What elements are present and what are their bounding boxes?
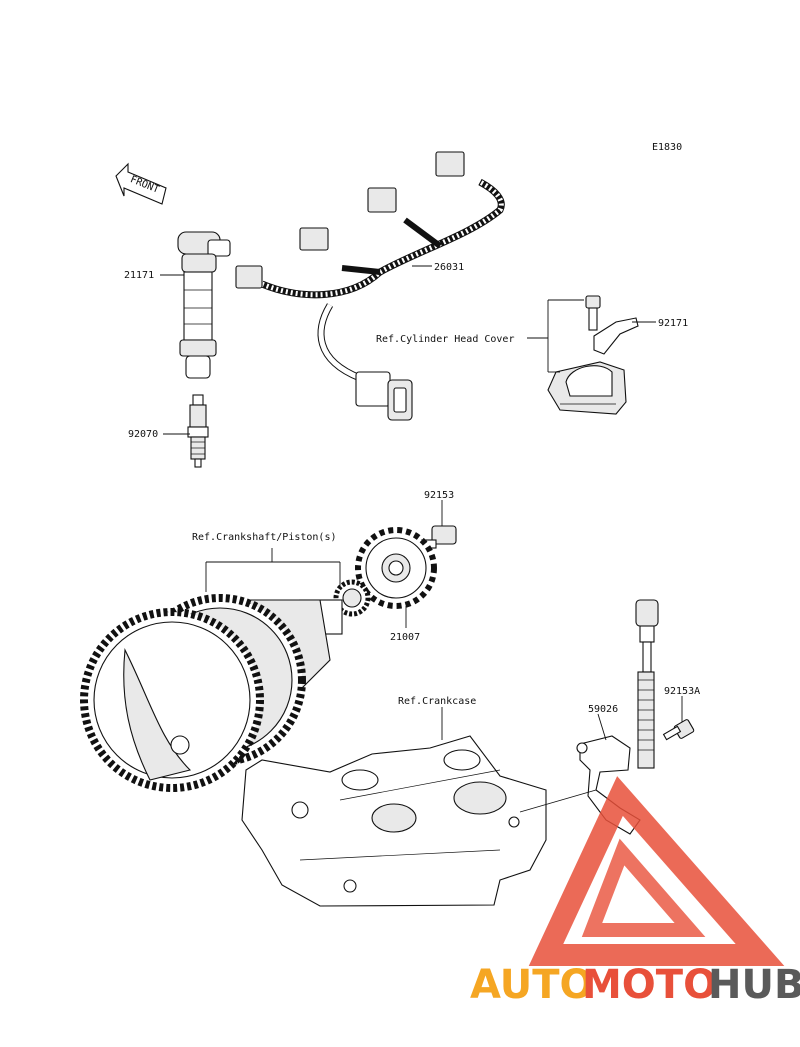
- bolt-92153-part[interactable]: [415, 525, 457, 549]
- ref-cylinder-head-cover: Ref.Cylinder Head Cover: [376, 334, 514, 345]
- label-21007: 21007: [390, 632, 420, 643]
- clamp-part[interactable]: [585, 295, 639, 355]
- diagram-code: E1830: [652, 142, 682, 153]
- wire-harness-part[interactable]: [235, 151, 505, 421]
- label-26031: 26031: [434, 262, 464, 273]
- label-21171: 21171: [124, 270, 154, 281]
- automotohub-watermark-logo: AUTO MOTO HUB: [470, 776, 800, 1008]
- label-92070: 92070: [128, 429, 158, 440]
- bolt-92153a-part[interactable]: [662, 719, 695, 741]
- ignition-coil-part[interactable]: [177, 231, 231, 379]
- label-92171: 92171: [658, 318, 688, 329]
- label-92153: 92153: [424, 490, 454, 501]
- watermark-auto: AUTO: [470, 962, 594, 1008]
- front-arrow-icon: FRONT: [115, 162, 167, 205]
- watermark-hub: HUB: [708, 962, 800, 1008]
- cylinder-head-cover-part: [547, 361, 627, 415]
- label-59026: 59026: [588, 704, 618, 715]
- ref-crankcase: Ref.Crankcase: [398, 696, 476, 707]
- ref-crankshaft: Ref.Crankshaft/Piston(s): [192, 532, 337, 543]
- crankcase-part: [241, 735, 547, 907]
- sensor-59026-part[interactable]: [576, 599, 659, 835]
- crankshaft-part: [80, 579, 371, 792]
- spark-plug-part[interactable]: [187, 394, 209, 468]
- rotor-21007-part[interactable]: [355, 527, 437, 609]
- watermark-moto: MOTO: [582, 962, 717, 1008]
- label-92153a: 92153A: [664, 686, 700, 697]
